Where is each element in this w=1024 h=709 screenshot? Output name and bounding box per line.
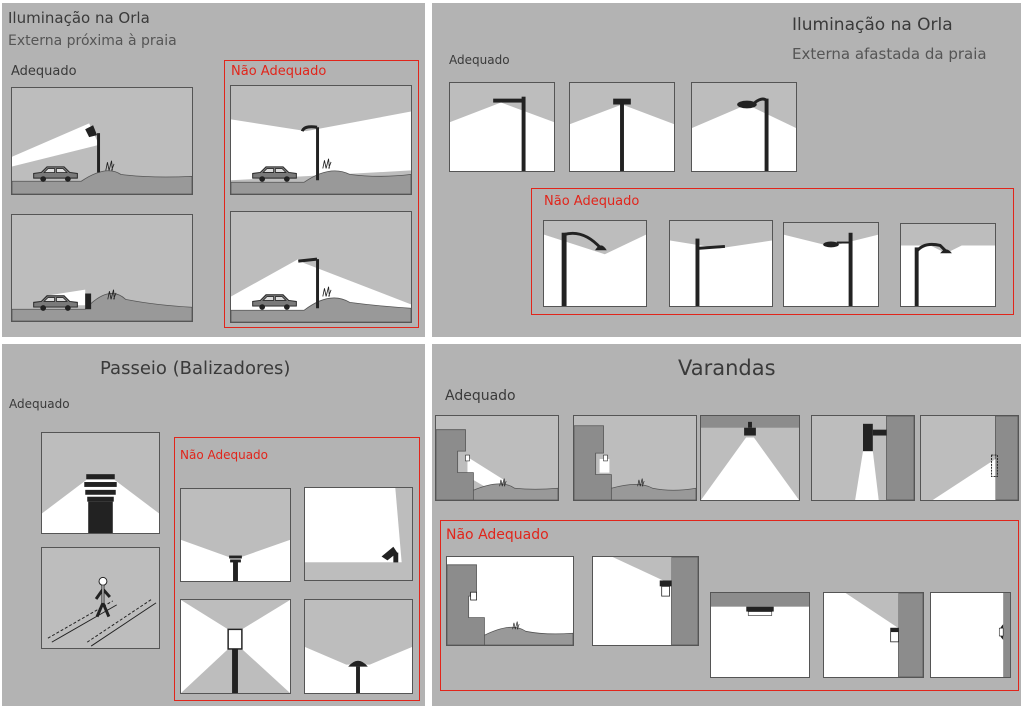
diagram-varandas-ok-4 (811, 415, 915, 501)
diagram-orla-far-bad-3 (783, 222, 879, 307)
nao-adequado-label: Não Adequado (446, 527, 549, 543)
nao-adequado-label: Não Adequado (231, 64, 327, 79)
diagram-passeio-bad-3 (180, 599, 291, 694)
diagram-passeio-bad-1 (180, 488, 291, 582)
panel-varandas: Varandas Adequado (432, 344, 1021, 706)
diagram-varandas-bad-5 (930, 592, 1011, 678)
panel-title: Varandas (678, 356, 776, 380)
adequado-label: Adequado (445, 388, 516, 404)
nao-adequado-box (224, 60, 419, 328)
diagram-varandas-ok-2 (573, 415, 697, 501)
adequado-label: Adequado (449, 53, 510, 67)
diagram-passeio-ok-2 (41, 547, 160, 649)
diagram-orla-near-bad-1 (230, 85, 412, 195)
diagram-orla-far-ok-1 (449, 82, 555, 172)
panel-subtitle: Externa próxima à praia (8, 33, 177, 49)
diagram-varandas-ok-3 (700, 415, 800, 501)
diagram-varandas-ok-5 (920, 415, 1019, 501)
diagram-orla-far-bad-2 (669, 220, 773, 307)
nao-adequado-label: Não Adequado (180, 448, 269, 462)
diagram-passeio-ok-1 (41, 432, 160, 534)
diagram-varandas-ok-1 (435, 415, 559, 501)
diagram-passeio-bad-2 (304, 487, 413, 581)
diagram-orla-far-bad-1 (543, 220, 647, 307)
diagram-orla-near-ok-1 (11, 87, 193, 195)
diagram-orla-far-ok-3 (691, 82, 797, 172)
nao-adequado-box (531, 188, 1014, 315)
nao-adequado-box (174, 437, 420, 701)
diagram-varandas-bad-1 (446, 556, 574, 646)
nao-adequado-label: Não Adequado (544, 194, 640, 209)
panel-orla-near: Iluminação na Orla Externa próxima à pra… (2, 3, 425, 337)
diagram-orla-near-ok-2 (11, 214, 193, 322)
panel-title: Iluminação na Orla (8, 9, 150, 27)
diagram-orla-near-bad-2 (230, 211, 412, 323)
adequado-label: Adequado (9, 397, 70, 411)
panel-title: Passeio (Balizadores) (100, 358, 291, 379)
diagram-varandas-bad-3 (710, 592, 810, 678)
panel-title: Iluminação na Orla (792, 15, 953, 35)
nao-adequado-box (440, 520, 1019, 691)
adequado-label: Adequado (11, 64, 77, 79)
diagram-varandas-bad-4 (823, 592, 924, 678)
diagram-varandas-bad-2 (592, 556, 699, 646)
panel-passeio: Passeio (Balizadores) Adequado Não Adequ… (2, 344, 425, 706)
diagram-orla-far-bad-4 (900, 223, 996, 307)
diagram-orla-far-ok-2 (569, 82, 675, 172)
panel-subtitle: Externa afastada da praia (792, 45, 987, 63)
diagram-passeio-bad-4 (304, 599, 413, 694)
panel-orla-far: Iluminação na Orla Externa afastada da p… (432, 3, 1021, 337)
